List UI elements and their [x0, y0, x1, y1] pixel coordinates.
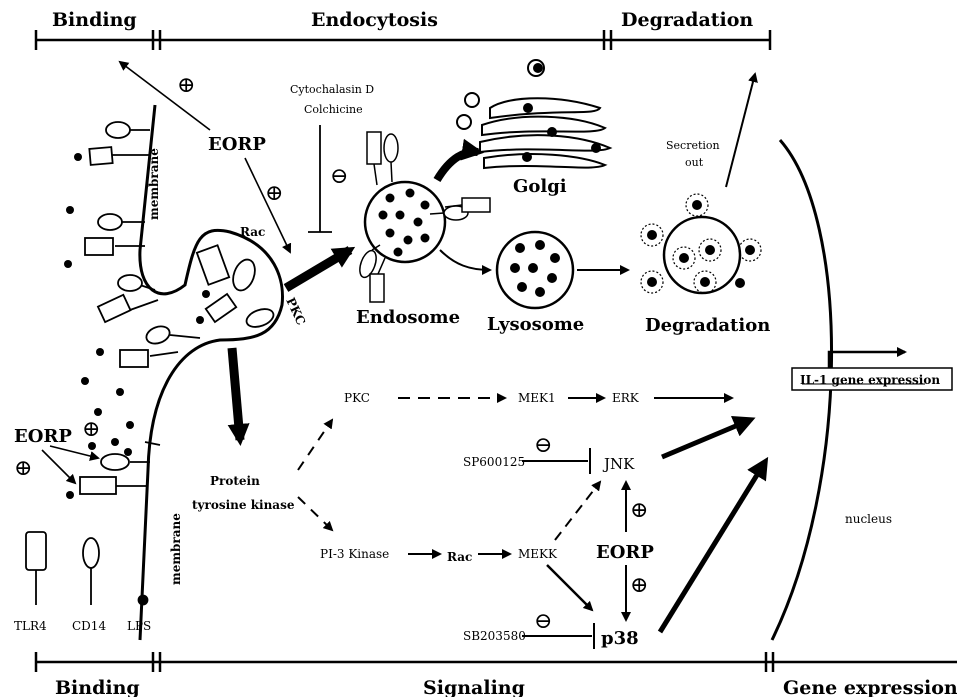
- sb203580-inhibitor: SB203580: [463, 629, 526, 643]
- header-binding-bottom: Binding: [55, 677, 140, 697]
- bottom-header-bracket: [36, 652, 957, 672]
- legend-cd14: CD14: [72, 619, 106, 633]
- minus-symbol-3: ⊖: [534, 609, 552, 634]
- inhibitor-colchicine: Colchicine: [304, 103, 363, 116]
- sp600125-inhibitor: SP600125: [463, 455, 525, 469]
- plus-symbol-5: ⊕: [82, 417, 100, 442]
- endosome-to-golgi-arrow: [437, 152, 478, 180]
- endosome-label: Endosome: [356, 307, 460, 328]
- ptk-label-1: Protein: [210, 474, 260, 488]
- rac-small-label: Rac: [240, 225, 265, 239]
- mek1-node: MEK1: [518, 391, 556, 405]
- plus-symbol-1: ⊕: [177, 73, 195, 98]
- membrane-label-top: membrane: [147, 148, 161, 220]
- header-endocytosis: Endocytosis: [311, 9, 438, 31]
- gene-expression-label: IL-1 gene expression: [800, 373, 940, 387]
- p38-node: p38: [601, 628, 639, 649]
- eorp-to-binding-arrow: [120, 62, 210, 130]
- inhibitor-cytochalasin: Cytochalasin D: [290, 83, 374, 96]
- header-signaling: Signaling: [423, 677, 525, 697]
- lysosome: [497, 232, 573, 308]
- secretion-label-1: Secretion: [666, 139, 720, 152]
- cell-membrane: [140, 105, 283, 640]
- header-gene-expression: Gene expression: [783, 677, 957, 697]
- pkc-small-label: PKC: [283, 295, 308, 327]
- eorp-label-top: EORP: [208, 134, 266, 155]
- jnk-node: JNK: [602, 455, 635, 473]
- legend-tlr4: TLR4: [14, 619, 47, 633]
- nucleus-label: nucleus: [845, 512, 892, 526]
- top-header-bracket: [36, 30, 770, 50]
- erk-node: ERK: [612, 391, 640, 405]
- lysosome-label: Lysosome: [487, 314, 584, 335]
- plus-symbol-4: ⊕: [630, 573, 648, 598]
- degradation-vesicle: [641, 194, 761, 293]
- plus-symbol-2: ⊕: [265, 181, 283, 206]
- pi3k-node: PI-3 Kinase: [320, 547, 389, 561]
- golgi-apparatus: [457, 60, 610, 168]
- header-degradation: Degradation: [621, 9, 753, 31]
- plus-symbol-6: ⊕: [14, 456, 32, 481]
- mekk-node: MEKK: [518, 547, 558, 561]
- eorp-left-arrow-2: [42, 450, 75, 483]
- endosome: [357, 132, 490, 302]
- header-binding-top: Binding: [52, 9, 137, 31]
- legend: [26, 532, 148, 605]
- secretion-label-2: out: [685, 156, 704, 169]
- secretion-arrow: [726, 74, 755, 187]
- jnk-to-nucleus-arrow: [662, 420, 750, 457]
- minus-symbol-1: ⊖: [330, 164, 348, 189]
- lps-dots: [64, 153, 210, 499]
- pocket-to-endosome-arrow: [286, 250, 350, 288]
- golgi-label: Golgi: [513, 176, 567, 197]
- pocket-to-ptk-arrow: [232, 348, 240, 440]
- minus-symbol-2: ⊖: [534, 433, 552, 458]
- p38-to-nucleus-arrow: [660, 462, 765, 632]
- membrane-receptors: [80, 122, 276, 494]
- endosome-to-lysosome-arrow: [440, 250, 490, 270]
- pkc-node: PKC: [344, 391, 370, 405]
- membrane-label-bottom: membrane: [169, 513, 183, 585]
- legend-lps: LPS: [127, 619, 151, 633]
- eorp-label-right: EORP: [596, 542, 654, 563]
- plus-symbol-3: ⊕: [630, 498, 648, 523]
- transcription-start-arrow: [829, 352, 905, 368]
- signaling-dashed-arrows: [298, 398, 732, 610]
- rac-node: Rac: [447, 550, 472, 564]
- degradation-label: Degradation: [645, 315, 770, 336]
- ptk-label-2: tyrosine kinase: [192, 498, 295, 512]
- eorp-label-left: EORP: [14, 426, 72, 447]
